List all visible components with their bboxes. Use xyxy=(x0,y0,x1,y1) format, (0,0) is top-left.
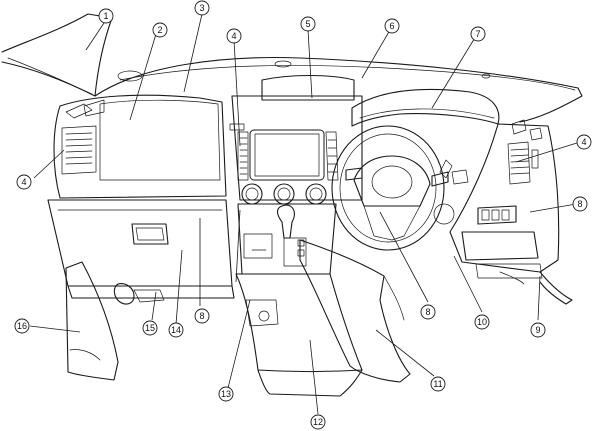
callout-16: 16 xyxy=(14,318,30,334)
callout-10: 10 xyxy=(474,314,490,330)
svg-text:10: 10 xyxy=(477,317,487,327)
driver-side-panel xyxy=(433,119,573,305)
callout-15: 15 xyxy=(142,320,158,336)
callout-12: 12 xyxy=(310,414,326,430)
svg-text:4: 4 xyxy=(581,137,586,147)
svg-text:13: 13 xyxy=(221,389,231,399)
glove-box-panel xyxy=(47,199,235,299)
dashboard-upper-panel xyxy=(94,57,583,123)
callout-8c: 8 xyxy=(572,196,588,212)
callout-11: 11 xyxy=(430,376,446,392)
callout-14: 14 xyxy=(168,322,184,338)
svg-text:6: 6 xyxy=(389,21,394,31)
svg-text:5: 5 xyxy=(305,19,310,29)
center-console-lower xyxy=(235,273,363,397)
callout-markers: 1 2 3 4 4 4 5 6 7 8 8 8 9 10 11 12 13 14… xyxy=(14,0,592,430)
meter-hood xyxy=(351,88,500,127)
svg-text:8: 8 xyxy=(199,311,204,321)
svg-text:1: 1 xyxy=(103,11,108,21)
leader-lines xyxy=(29,13,581,415)
callout-8a: 8 xyxy=(194,308,210,324)
kick-panel-lower-left xyxy=(65,261,165,381)
shift-lever-console xyxy=(237,203,337,275)
steering-wheel xyxy=(331,125,469,251)
callout-4c: 4 xyxy=(576,134,592,150)
svg-text:9: 9 xyxy=(535,325,540,335)
callout-5: 5 xyxy=(300,16,316,32)
callout-6: 6 xyxy=(384,18,400,34)
callout-1: 1 xyxy=(98,8,114,24)
svg-text:14: 14 xyxy=(171,325,181,335)
svg-text:11: 11 xyxy=(433,379,442,389)
callout-13: 13 xyxy=(218,386,234,402)
callout-8b: 8 xyxy=(420,304,436,320)
svg-text:16: 16 xyxy=(17,321,27,331)
svg-text:12: 12 xyxy=(313,417,323,427)
svg-text:8: 8 xyxy=(577,199,582,209)
callout-9: 9 xyxy=(530,322,546,338)
callout-2: 2 xyxy=(152,22,168,38)
callout-3: 3 xyxy=(194,0,210,16)
svg-text:4: 4 xyxy=(21,177,26,187)
callout-4b: 4 xyxy=(16,174,32,190)
climate-control-dials xyxy=(241,183,327,205)
passenger-side-panel xyxy=(53,94,227,199)
callout-7: 7 xyxy=(470,26,486,42)
svg-text:4: 4 xyxy=(231,31,236,41)
center-cluster-panel xyxy=(229,74,363,201)
svg-text:2: 2 xyxy=(157,25,162,35)
svg-text:8: 8 xyxy=(425,307,430,317)
svg-text:3: 3 xyxy=(199,3,204,13)
callout-4a: 4 xyxy=(226,28,242,44)
a-pillar-trim xyxy=(1,13,113,97)
svg-text:7: 7 xyxy=(475,29,480,39)
lower-driver-cover xyxy=(299,239,411,383)
svg-text:15: 15 xyxy=(145,323,155,333)
